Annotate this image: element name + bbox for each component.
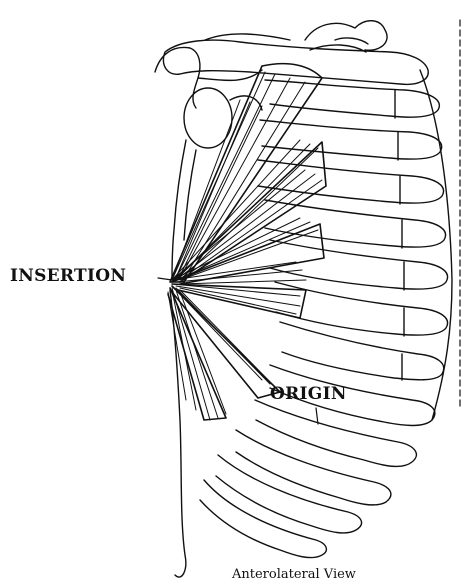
ribs (200, 70, 452, 558)
muscle-outlines (168, 64, 326, 420)
humeral-head (184, 88, 262, 148)
insertion-leader (158, 278, 172, 280)
insertion-label: INSERTION (10, 266, 126, 286)
origin-label: ORIGIN (270, 384, 347, 404)
clavicle (163, 34, 428, 84)
caption-label: Anterolateral View (232, 567, 356, 582)
